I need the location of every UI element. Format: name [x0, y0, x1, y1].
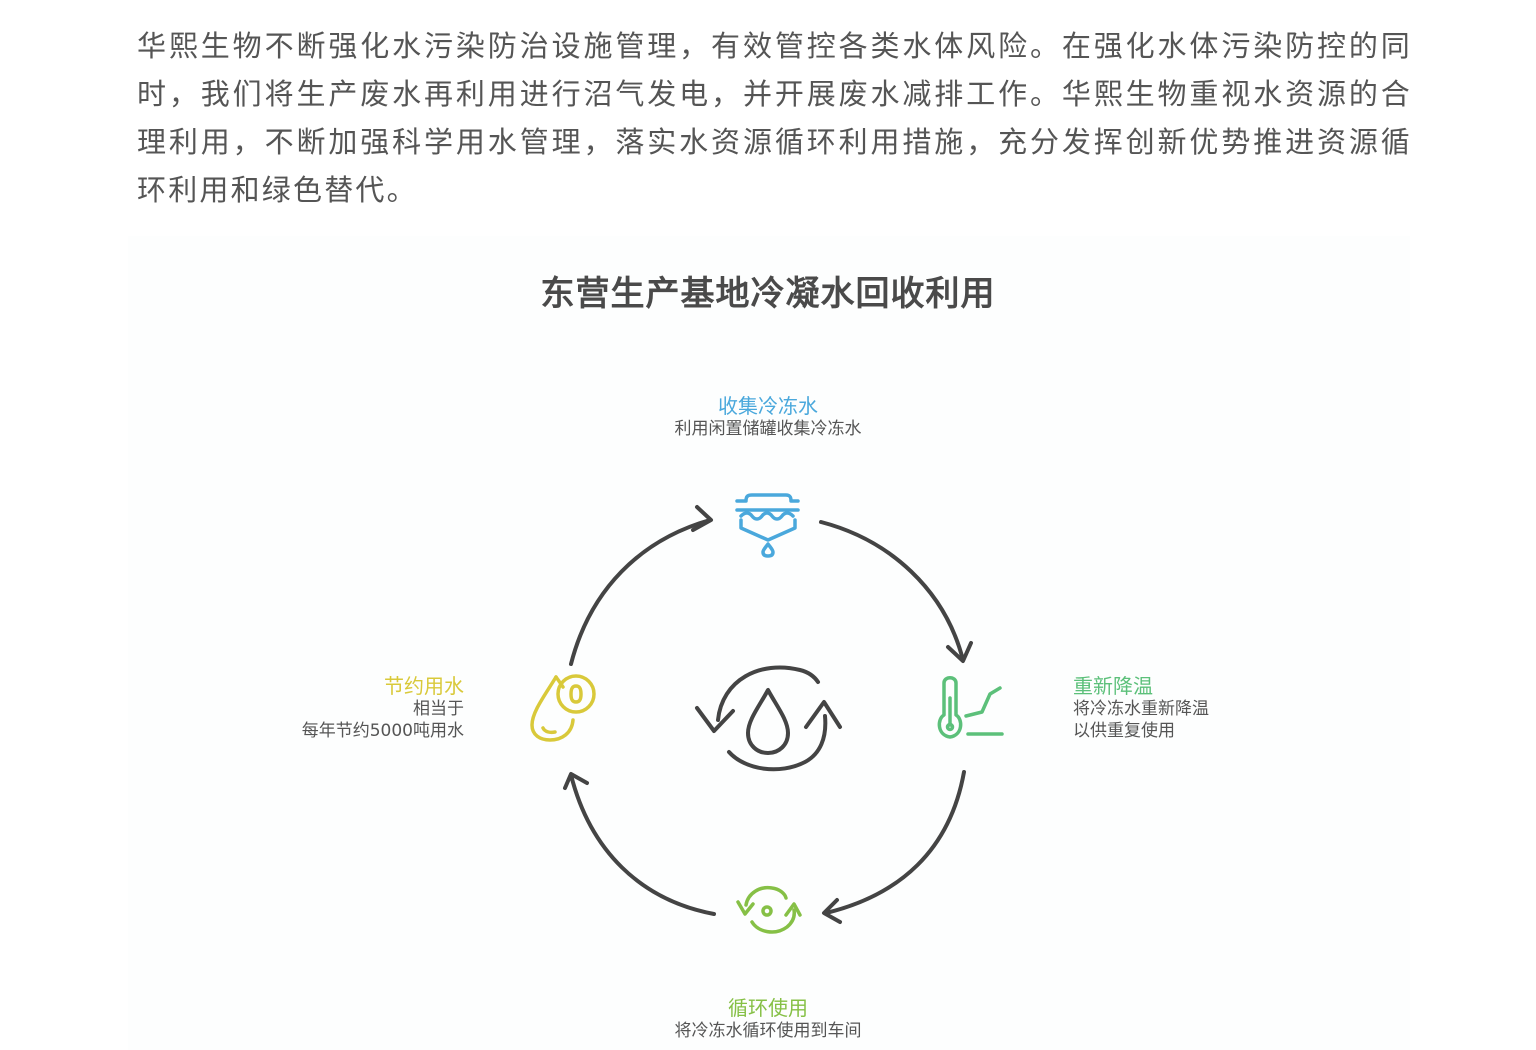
water-drop-coin-icon	[530, 674, 596, 742]
node-collect: 收集冷冻水 利用闲置储罐收集冷冻水	[568, 394, 968, 440]
water-cycle-icon	[695, 665, 842, 772]
node-collect-desc: 利用闲置储罐收集冷冻水	[674, 419, 862, 439]
node-cool-title: 重新降温	[1073, 674, 1153, 698]
node-recycle-desc: 将冷冻水循环使用到车间	[674, 1021, 862, 1041]
node-save-title: 节约用水	[384, 674, 464, 698]
storage-tank-drip-icon	[735, 493, 800, 558]
node-recycle-title: 循环使用	[728, 996, 808, 1020]
node-cool: 重新降温 将冷冻水重新降温 以供重复使用	[1073, 674, 1373, 742]
node-cool-desc-1: 将冷冻水重新降温	[1073, 699, 1209, 719]
node-save: 节约用水 相当于 每年节约5000吨用水	[180, 674, 464, 742]
arrow-collect-to-cool	[819, 520, 973, 663]
arrow-cool-to-recycle	[822, 770, 966, 924]
node-save-desc-2: 每年节约5000吨用水	[301, 721, 464, 741]
node-collect-title: 收集冷冻水	[718, 394, 818, 418]
arrow-save-to-collect	[569, 505, 713, 666]
arrow-recycle-to-save	[563, 772, 716, 916]
intro-paragraph: 华熙生物不断强化水污染防治设施管理，有效管控各类水体风险。在强化水体污染防控的同…	[137, 29, 1412, 207]
node-recycle: 循环使用 将冷冻水循环使用到车间	[568, 996, 968, 1042]
node-cool-desc-2: 以供重复使用	[1073, 721, 1175, 741]
recycle-arrows-icon	[736, 885, 802, 934]
diagram-title: 东营生产基地冷凝水回收利用	[540, 274, 996, 314]
thermometer-icon	[937, 676, 1004, 739]
node-save-desc-1: 相当于	[413, 699, 464, 719]
